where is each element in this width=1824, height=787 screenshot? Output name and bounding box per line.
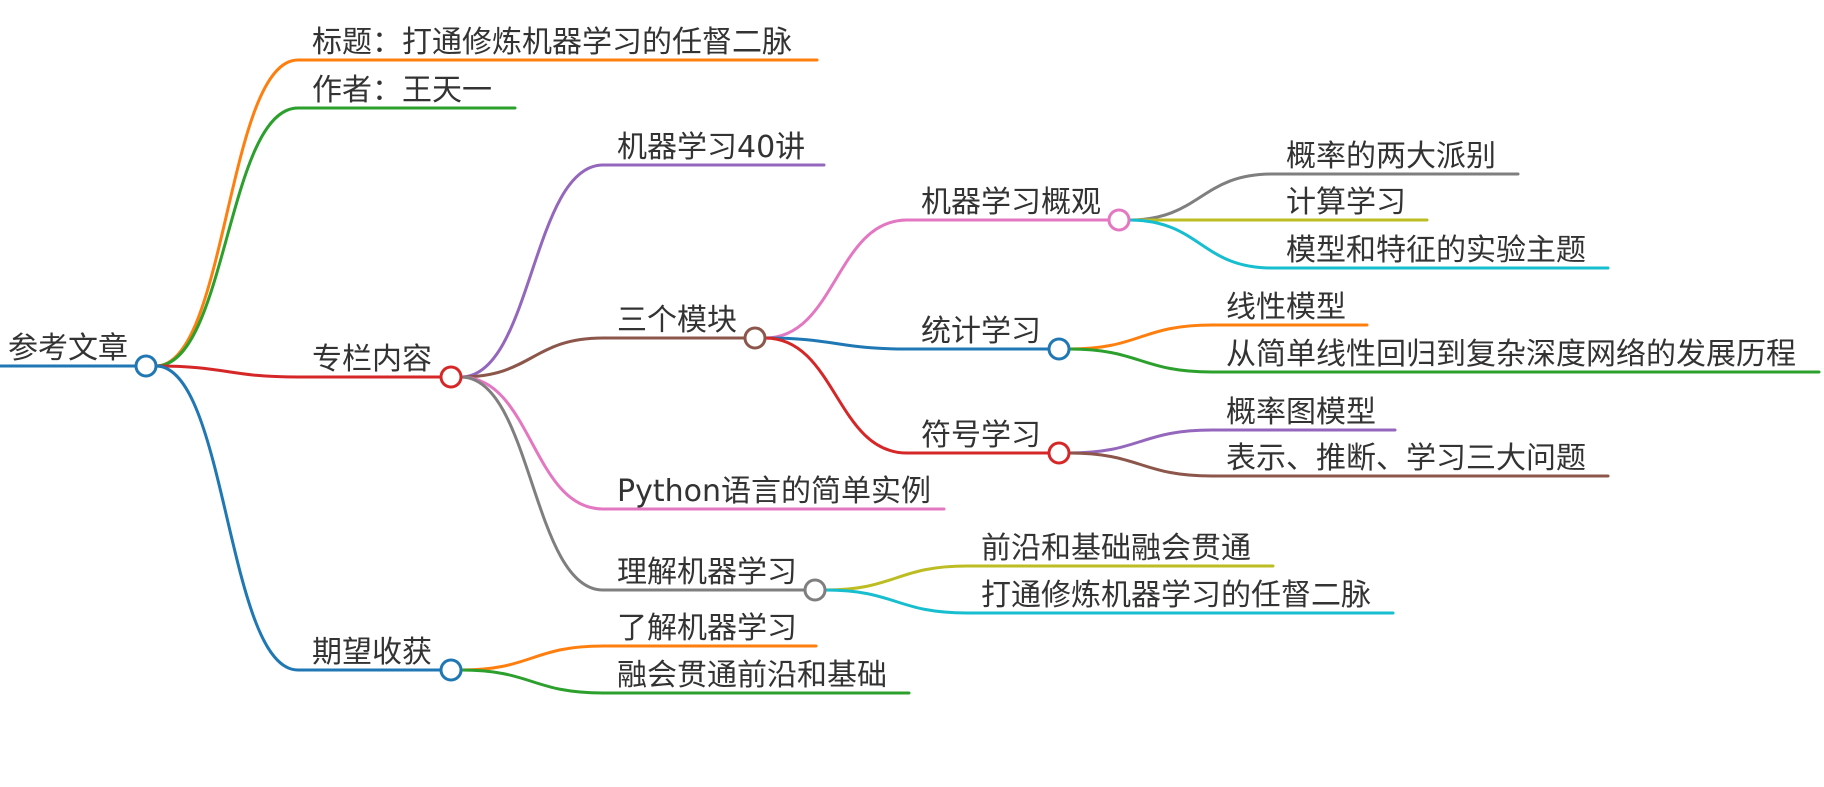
node-root-children-2-children-1-children-2-edge	[763, 336, 909, 455]
node-root-children-2-children-1-collapse-toggle[interactable]	[743, 326, 767, 350]
node-root-children-2-children-1-children-2-children-0-label[interactable]: 概率图模型	[1226, 395, 1376, 430]
node-root-children-2-children-1-children-2-collapse-toggle[interactable]	[1047, 441, 1071, 465]
node-root-children-2-children-3-children-1-edge	[823, 588, 969, 615]
node-root-children-3-children-1-edge	[459, 668, 605, 695]
node-root-children-2-children-1-children-0-collapse-toggle[interactable]	[1107, 208, 1131, 232]
node-root-children-2-children-1-edge	[459, 336, 605, 379]
node-root-children-2-children-1-children-1-edge	[763, 336, 909, 351]
node-root-children-2-children-1-children-2-children-0-edge	[1067, 428, 1214, 455]
node-root-children-2-children-0-label[interactable]: 机器学习40讲	[617, 130, 805, 165]
node-root-children-2-children-3-collapse-toggle[interactable]	[803, 578, 827, 602]
node-root-children-3-children-1-label[interactable]: 融会贯通前沿和基础	[617, 658, 887, 693]
node-root-children-2-children-1-children-1-label[interactable]: 统计学习	[921, 314, 1041, 349]
mindmap-collapse-dots	[134, 208, 1131, 682]
node-root-children-2-children-1-children-2-children-1-label[interactable]: 表示、推断、学习三大问题	[1226, 441, 1586, 476]
node-root-children-2-children-1-children-2-children-1-edge	[1067, 451, 1214, 478]
node-root-children-3-children-0-label[interactable]: 了解机器学习	[617, 611, 797, 646]
mindmap-edges	[154, 58, 1274, 695]
node-root-children-2-children-1-children-0-children-1-label[interactable]: 计算学习	[1286, 185, 1406, 220]
node-root-children-2-children-1-children-1-children-1-edge	[1067, 347, 1214, 374]
node-root-children-2-children-2-edge	[459, 375, 605, 511]
node-root-label[interactable]: 参考文章	[8, 331, 128, 366]
node-root-children-2-children-1-children-0-children-0-label[interactable]: 概率的两大派别	[1286, 139, 1496, 174]
node-root-children-2-children-0-edge	[459, 163, 605, 379]
node-root-children-2-children-1-children-1-children-1-label[interactable]: 从简单线性回归到复杂深度网络的发展历程	[1226, 337, 1796, 372]
node-root-children-2-children-1-children-1-children-0-label[interactable]: 线性模型	[1226, 290, 1346, 325]
node-root-children-2-children-3-edge	[459, 375, 605, 592]
node-root-children-2-children-1-children-0-children-2-edge	[1127, 218, 1274, 270]
node-root-children-2-children-3-children-0-label[interactable]: 前沿和基础融会贯通	[981, 531, 1251, 566]
node-root-children-3-label[interactable]: 期望收获	[312, 635, 432, 670]
node-root-children-0-label[interactable]: 标题：打通修炼机器学习的任督二脉	[312, 25, 792, 60]
node-root-children-1-edge	[154, 106, 300, 368]
node-root-children-2-label[interactable]: 专栏内容	[312, 342, 432, 377]
node-root-children-2-children-3-label[interactable]: 理解机器学习	[617, 555, 797, 590]
node-root-children-0-edge	[154, 58, 300, 368]
node-root-children-3-edge	[154, 364, 300, 672]
node-root-children-2-children-1-children-2-label[interactable]: 符号学习	[921, 418, 1041, 453]
node-root-children-2-children-1-label[interactable]: 三个模块	[617, 303, 737, 338]
node-root-children-1-label[interactable]: 作者：王天一	[312, 73, 492, 108]
node-root-children-2-children-1-children-0-children-0-edge	[1127, 172, 1274, 222]
node-root-children-2-children-1-children-1-children-0-edge	[1067, 323, 1214, 351]
node-root-children-2-children-3-children-1-label[interactable]: 打通修炼机器学习的任督二脉	[981, 578, 1371, 613]
node-root-children-2-children-1-children-0-edge	[763, 218, 909, 340]
mindmap-underlines	[0, 58, 1821, 695]
node-root-children-2-children-2-label[interactable]: Python语言的简单实例	[617, 474, 931, 509]
node-root-children-3-children-0-edge	[459, 644, 605, 672]
node-root-children-2-children-1-children-1-collapse-toggle[interactable]	[1047, 337, 1071, 361]
node-root-children-2-children-1-children-0-children-2-label[interactable]: 模型和特征的实验主题	[1286, 233, 1586, 268]
node-root-children-2-edge	[154, 364, 300, 379]
node-root-children-3-collapse-toggle[interactable]	[439, 658, 463, 682]
node-root-children-2-children-1-children-0-label[interactable]: 机器学习概观	[921, 185, 1101, 220]
node-root-children-2-children-3-children-0-edge	[823, 564, 969, 592]
node-root-children-2-collapse-toggle[interactable]	[439, 365, 463, 389]
node-root-collapse-toggle[interactable]	[134, 354, 158, 378]
